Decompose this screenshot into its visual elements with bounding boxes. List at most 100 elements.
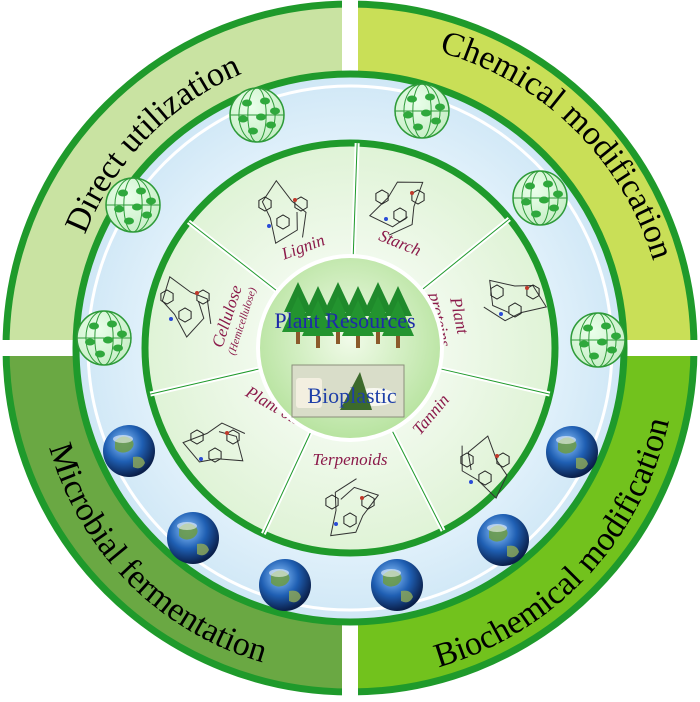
tree-crown <box>282 296 314 332</box>
leaf-shape <box>597 338 607 346</box>
leaf-shape <box>549 204 559 212</box>
leaf-shape <box>260 97 270 105</box>
molecule-atom <box>199 457 203 461</box>
wheel-spokes <box>149 143 551 535</box>
leaf-shape <box>248 127 258 135</box>
molecule-ring <box>190 429 204 445</box>
leaf-shape <box>85 338 95 346</box>
leaf-shape <box>136 187 146 195</box>
earth-continent <box>133 456 145 469</box>
leaf-globe-icon <box>394 83 450 139</box>
molecule-atom <box>169 317 173 321</box>
earth-globe-icon <box>103 425 155 477</box>
molecule-ring <box>276 214 290 230</box>
wheel-spoke-edge <box>262 431 312 535</box>
leaf-shape <box>583 324 593 332</box>
earth-cloud <box>269 569 289 577</box>
leaf-shape <box>531 210 541 218</box>
leaf-shape <box>117 330 127 338</box>
leaf-shape <box>413 123 423 131</box>
earth-cloud <box>556 436 576 444</box>
tree-crown <box>362 296 394 332</box>
tree-trunk <box>336 330 340 344</box>
earth-continent <box>401 590 413 603</box>
molecule-ring <box>508 302 522 318</box>
molecule-bond <box>330 478 380 537</box>
molecule-bond <box>182 422 246 463</box>
molecule-structure <box>483 279 548 322</box>
molecule-bond <box>261 179 307 244</box>
molecule-atom <box>499 312 503 316</box>
leaf-shape <box>611 332 621 340</box>
molecule-bond <box>368 181 424 236</box>
leaf-shape <box>142 211 152 219</box>
leaf-shape <box>539 196 549 204</box>
leaf-shape <box>435 103 445 111</box>
leaf-shape <box>579 340 589 348</box>
molecule-structure <box>460 435 510 499</box>
molecule-ring <box>490 284 504 300</box>
molecule-ring <box>258 196 272 212</box>
leaf-shape <box>421 109 431 117</box>
leaf-shape <box>543 180 553 188</box>
leaf-shape <box>403 111 413 119</box>
leaf-globe-icon <box>229 87 285 143</box>
leaf-shape <box>270 107 280 115</box>
leaf-shape <box>107 320 117 328</box>
molecule-ring <box>343 512 357 528</box>
leaf-shape <box>146 197 156 205</box>
plant-resources-trees <box>282 282 414 348</box>
earth-cloud <box>113 435 133 443</box>
earth-continent <box>576 457 588 470</box>
molecule-ring <box>178 307 192 323</box>
resource-label-group: Terpenoids <box>313 450 388 469</box>
leaf-globe-icon <box>570 312 626 368</box>
tree-trunk <box>396 334 400 348</box>
earth-continent <box>289 590 301 603</box>
molecule-atom <box>225 431 229 435</box>
leaf-shape <box>132 203 142 211</box>
leaf-shape <box>521 198 531 206</box>
leaf-shape <box>266 121 276 129</box>
earth-globe-icon <box>371 559 423 611</box>
leaf-globe-icon <box>512 170 568 226</box>
earth-globe-icon <box>259 559 311 611</box>
molecule-bond <box>461 435 508 499</box>
earth-globe-icon <box>477 514 529 566</box>
wheel-spoke-edge <box>421 218 510 291</box>
wheel-spoke-edge <box>150 368 261 395</box>
molecule-ring <box>478 470 492 486</box>
molecule-atom <box>195 291 199 295</box>
leaf-shape <box>525 182 535 190</box>
leaf-shape <box>242 99 252 107</box>
earth-cloud <box>177 522 197 530</box>
leaf-shape <box>553 190 563 198</box>
globe-icons <box>76 83 626 611</box>
molecule-atom <box>334 522 338 526</box>
leaf-globe-icon <box>105 177 161 233</box>
leaf-shape <box>607 346 617 354</box>
leaf-shape <box>407 95 417 103</box>
molecule-atom <box>495 454 499 458</box>
molecule-atom <box>360 496 364 500</box>
molecule-structure <box>368 181 425 236</box>
tree-trunk <box>296 330 300 344</box>
wheel-spoke-edge <box>391 429 444 531</box>
molecule-structure <box>160 275 212 338</box>
leaf-shape <box>113 344 123 352</box>
molecule-atom <box>384 217 388 221</box>
resource-label: Terpenoids <box>313 450 388 469</box>
leaf-shape <box>118 189 128 197</box>
molecule-structure <box>258 179 308 244</box>
molecule-ring <box>208 447 222 463</box>
leaf-shape <box>601 322 611 330</box>
leaf-shape <box>95 350 105 358</box>
center-plant-resources-label: Plant Resources <box>274 308 415 333</box>
tree-trunk <box>316 334 320 348</box>
wheel-spoke-edge <box>352 143 358 257</box>
wheel-spoke-edge <box>439 368 550 395</box>
earth-continent <box>197 543 209 556</box>
leaf-shape <box>238 115 248 123</box>
